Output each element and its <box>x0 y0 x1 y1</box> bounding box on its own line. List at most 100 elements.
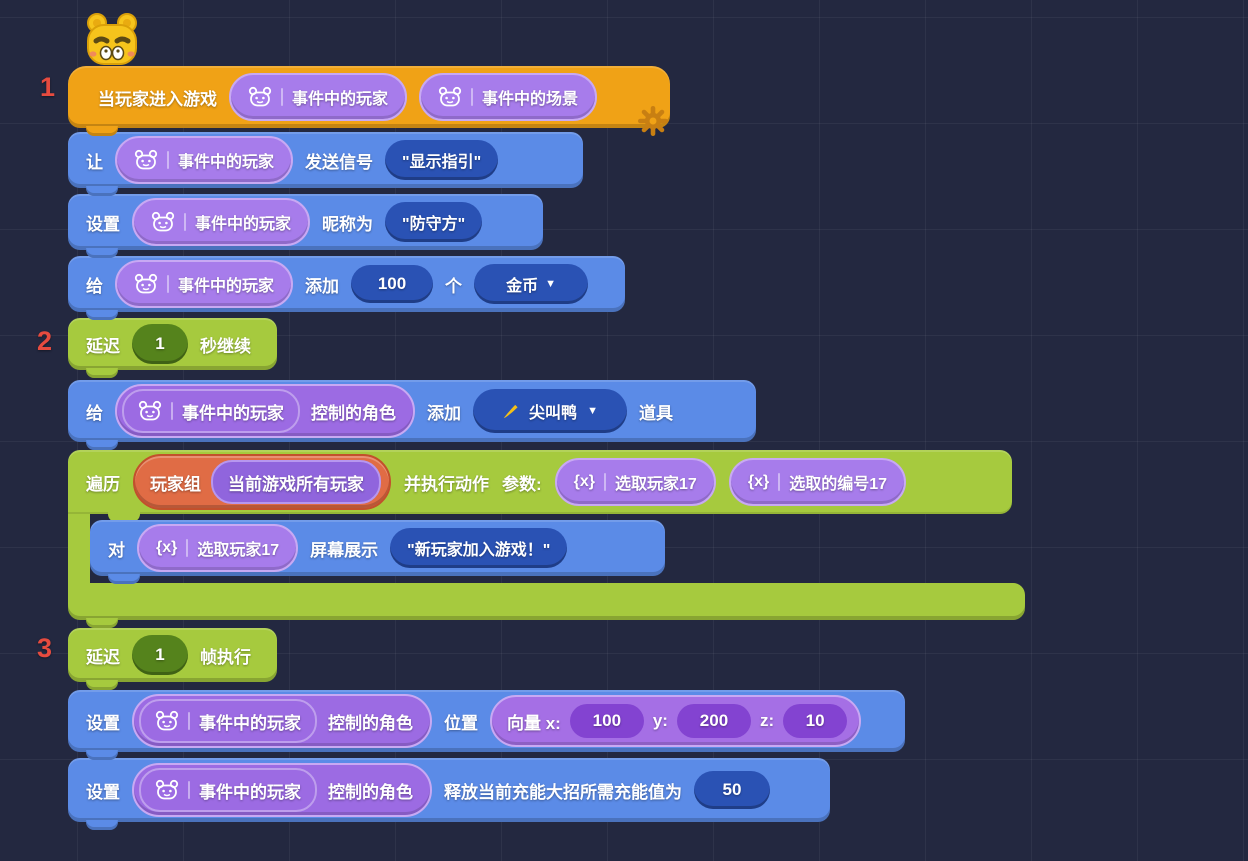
prop-dropdown[interactable]: 尖叫鸭 ▼ <box>473 389 627 433</box>
param-pill-selected-player[interactable]: {x} 选取玩家17 <box>137 524 299 572</box>
signal-value-input[interactable]: "显示指引" <box>385 140 499 180</box>
block-when-player-join[interactable]: 当玩家进入游戏 事件中的玩家 事件中的场景 <box>68 66 670 136</box>
block-delay-seconds[interactable]: 延迟 1 秒继续 <box>68 318 277 378</box>
pill-divider <box>281 88 283 106</box>
block-foreach-players[interactable]: 遍历 玩家组 当前游戏所有玩家 并执行动作 参数: {x} 选取玩家17 {x}… <box>68 450 1025 628</box>
block-label: 设置 <box>86 214 120 234</box>
pill-label: 选取的编号17 <box>789 476 888 493</box>
vector-pill[interactable]: 向量 x: 100 y: 200 z: 10 <box>490 695 862 747</box>
item-dropdown[interactable]: 金币 ▼ <box>474 264 589 304</box>
param-pill-event-player[interactable]: 事件中的玩家 <box>229 73 408 121</box>
charge-value-input[interactable]: 50 <box>694 771 770 809</box>
foreach-header[interactable]: 遍历 玩家组 当前游戏所有玩家 并执行动作 参数: {x} 选取玩家17 {x}… <box>68 450 1012 522</box>
block-label: 秒继续 <box>200 336 251 356</box>
pill-label: 控制的角色 <box>328 782 413 802</box>
param-pill-event-player[interactable]: 事件中的玩家 <box>115 260 294 308</box>
block-screen-display[interactable]: 对 {x} 选取玩家17 屏幕展示 "新玩家加入游戏！" <box>90 520 665 584</box>
order-marker-3: 3 <box>37 633 53 663</box>
vector-x-input[interactable]: 100 <box>569 704 644 738</box>
param-pill-controlled-role[interactable]: 事件中的玩家 控制的角色 <box>115 384 415 438</box>
foreach-spine <box>68 514 90 583</box>
input-value: 1 <box>155 645 165 664</box>
pill-divider <box>167 275 169 293</box>
param-pill-controlled-role[interactable]: 事件中的玩家 控制的角色 <box>132 763 432 817</box>
param-pill-event-player[interactable]: 事件中的玩家 <box>132 198 311 246</box>
chevron-down-icon: ▼ <box>587 405 598 417</box>
param-pill-event-player[interactable]: 事件中的玩家 <box>139 699 317 743</box>
input-value: 10 <box>805 711 825 730</box>
block-delay-frames[interactable]: 延迟 1 帧执行 <box>68 628 277 690</box>
variable-icon: {x} <box>573 473 596 490</box>
gear-icon[interactable] <box>638 106 668 136</box>
amount-input[interactable]: 100 <box>351 265 434 303</box>
block-label: 设置 <box>86 713 120 733</box>
input-value: "显示指引" <box>402 154 482 171</box>
variable-icon: {x} <box>747 473 770 490</box>
foreach-footer[interactable] <box>68 583 1025 628</box>
block-label: 昵称为 <box>322 214 374 234</box>
block-label: 屏幕展示 <box>310 540 379 560</box>
pill-label: 事件中的场景 <box>482 91 579 108</box>
pill-label: 玩家组 <box>150 474 201 494</box>
block-label: 添加 <box>427 403 461 423</box>
param-pill-selected-player[interactable]: {x} 选取玩家17 <box>554 458 716 506</box>
block-add-prop[interactable]: 给 事件中的玩家 控制的角色 添加 尖叫鸭 ▼ 道具 <box>68 380 756 450</box>
param-pill-event-player[interactable]: 事件中的玩家 <box>115 136 294 184</box>
nickname-value-input[interactable]: "防守方" <box>385 202 483 242</box>
delay-amount-input[interactable]: 1 <box>132 635 188 675</box>
pill-label: 事件中的玩家 <box>195 216 292 233</box>
vector-x-label: 向量 x: <box>507 713 561 733</box>
block-label: 道具 <box>639 403 673 423</box>
block-set-nickname[interactable]: 设置 事件中的玩家 昵称为 "防守方" <box>68 194 543 258</box>
pill-divider <box>171 402 173 420</box>
bear-icon <box>438 86 462 107</box>
param-pill-event-player[interactable]: 事件中的玩家 <box>139 768 317 812</box>
block-label: 给 <box>86 276 103 296</box>
delay-amount-input[interactable]: 1 <box>132 324 188 364</box>
pill-label: 当前游戏所有玩家 <box>228 474 364 494</box>
block-label: 延迟 <box>86 647 120 667</box>
input-value: 50 <box>722 780 742 799</box>
brush-icon <box>503 404 518 418</box>
pill-label: 事件中的玩家 <box>178 278 275 295</box>
block-label: 给 <box>86 403 103 423</box>
input-value: "新玩家加入游戏！" <box>407 542 551 559</box>
block-send-signal[interactable]: 让 事件中的玩家 发送信号 "显示指引" <box>68 132 583 196</box>
block-set-ultimate-charge[interactable]: 设置 事件中的玩家 控制的角色 释放当前充能大招所需充能值为 50 <box>68 758 830 830</box>
pill-divider <box>167 151 169 169</box>
pill-divider <box>184 213 186 231</box>
dropdown-value: 尖叫鸭 <box>529 405 578 422</box>
block-set-position[interactable]: 设置 事件中的玩家 控制的角色 位置 向量 x: 100 y: 200 z: 1… <box>68 690 905 760</box>
param-pill-controlled-role[interactable]: 事件中的玩家 控制的角色 <box>132 694 432 748</box>
vector-y-input[interactable]: 200 <box>676 704 751 738</box>
param-pill-event-player[interactable]: 事件中的玩家 <box>122 389 300 433</box>
variable-icon: {x} <box>156 539 178 556</box>
input-value: 200 <box>699 711 729 730</box>
input-value: 100 <box>377 274 407 293</box>
group-value-pill[interactable]: 当前游戏所有玩家 <box>211 460 381 504</box>
vector-y-label: y: <box>652 711 668 730</box>
block-label: 延迟 <box>86 336 120 356</box>
pill-label: 选取玩家17 <box>197 542 280 559</box>
foreach-body: 对 {x} 选取玩家17 屏幕展示 "新玩家加入游戏！" <box>68 514 1025 584</box>
block-label: 个 <box>445 276 463 296</box>
pill-divider <box>604 473 607 491</box>
param-pill-selected-index[interactable]: {x} 选取的编号17 <box>728 458 907 506</box>
block-add-coins[interactable]: 给 事件中的玩家 添加 100 个 金币 ▼ <box>68 256 625 320</box>
input-value: 1 <box>155 334 165 353</box>
vector-z-input[interactable]: 10 <box>783 704 848 738</box>
input-value: 100 <box>592 711 622 730</box>
block-label: 添加 <box>305 276 340 296</box>
pill-label: 事件中的玩家 <box>182 403 284 423</box>
pill-label: 控制的角色 <box>311 403 396 423</box>
block-label: 设置 <box>86 782 120 802</box>
param-pill-event-scene[interactable]: 事件中的场景 <box>419 73 598 121</box>
pill-divider <box>188 712 190 730</box>
block-label: 释放当前充能大招所需充能值为 <box>444 782 682 802</box>
pill-label: 事件中的玩家 <box>178 154 275 171</box>
display-text-input[interactable]: "新玩家加入游戏！" <box>390 528 568 568</box>
bear-icon <box>134 273 158 294</box>
block-label: 让 <box>86 152 103 172</box>
player-group-pill[interactable]: 玩家组 当前游戏所有玩家 <box>133 454 391 510</box>
